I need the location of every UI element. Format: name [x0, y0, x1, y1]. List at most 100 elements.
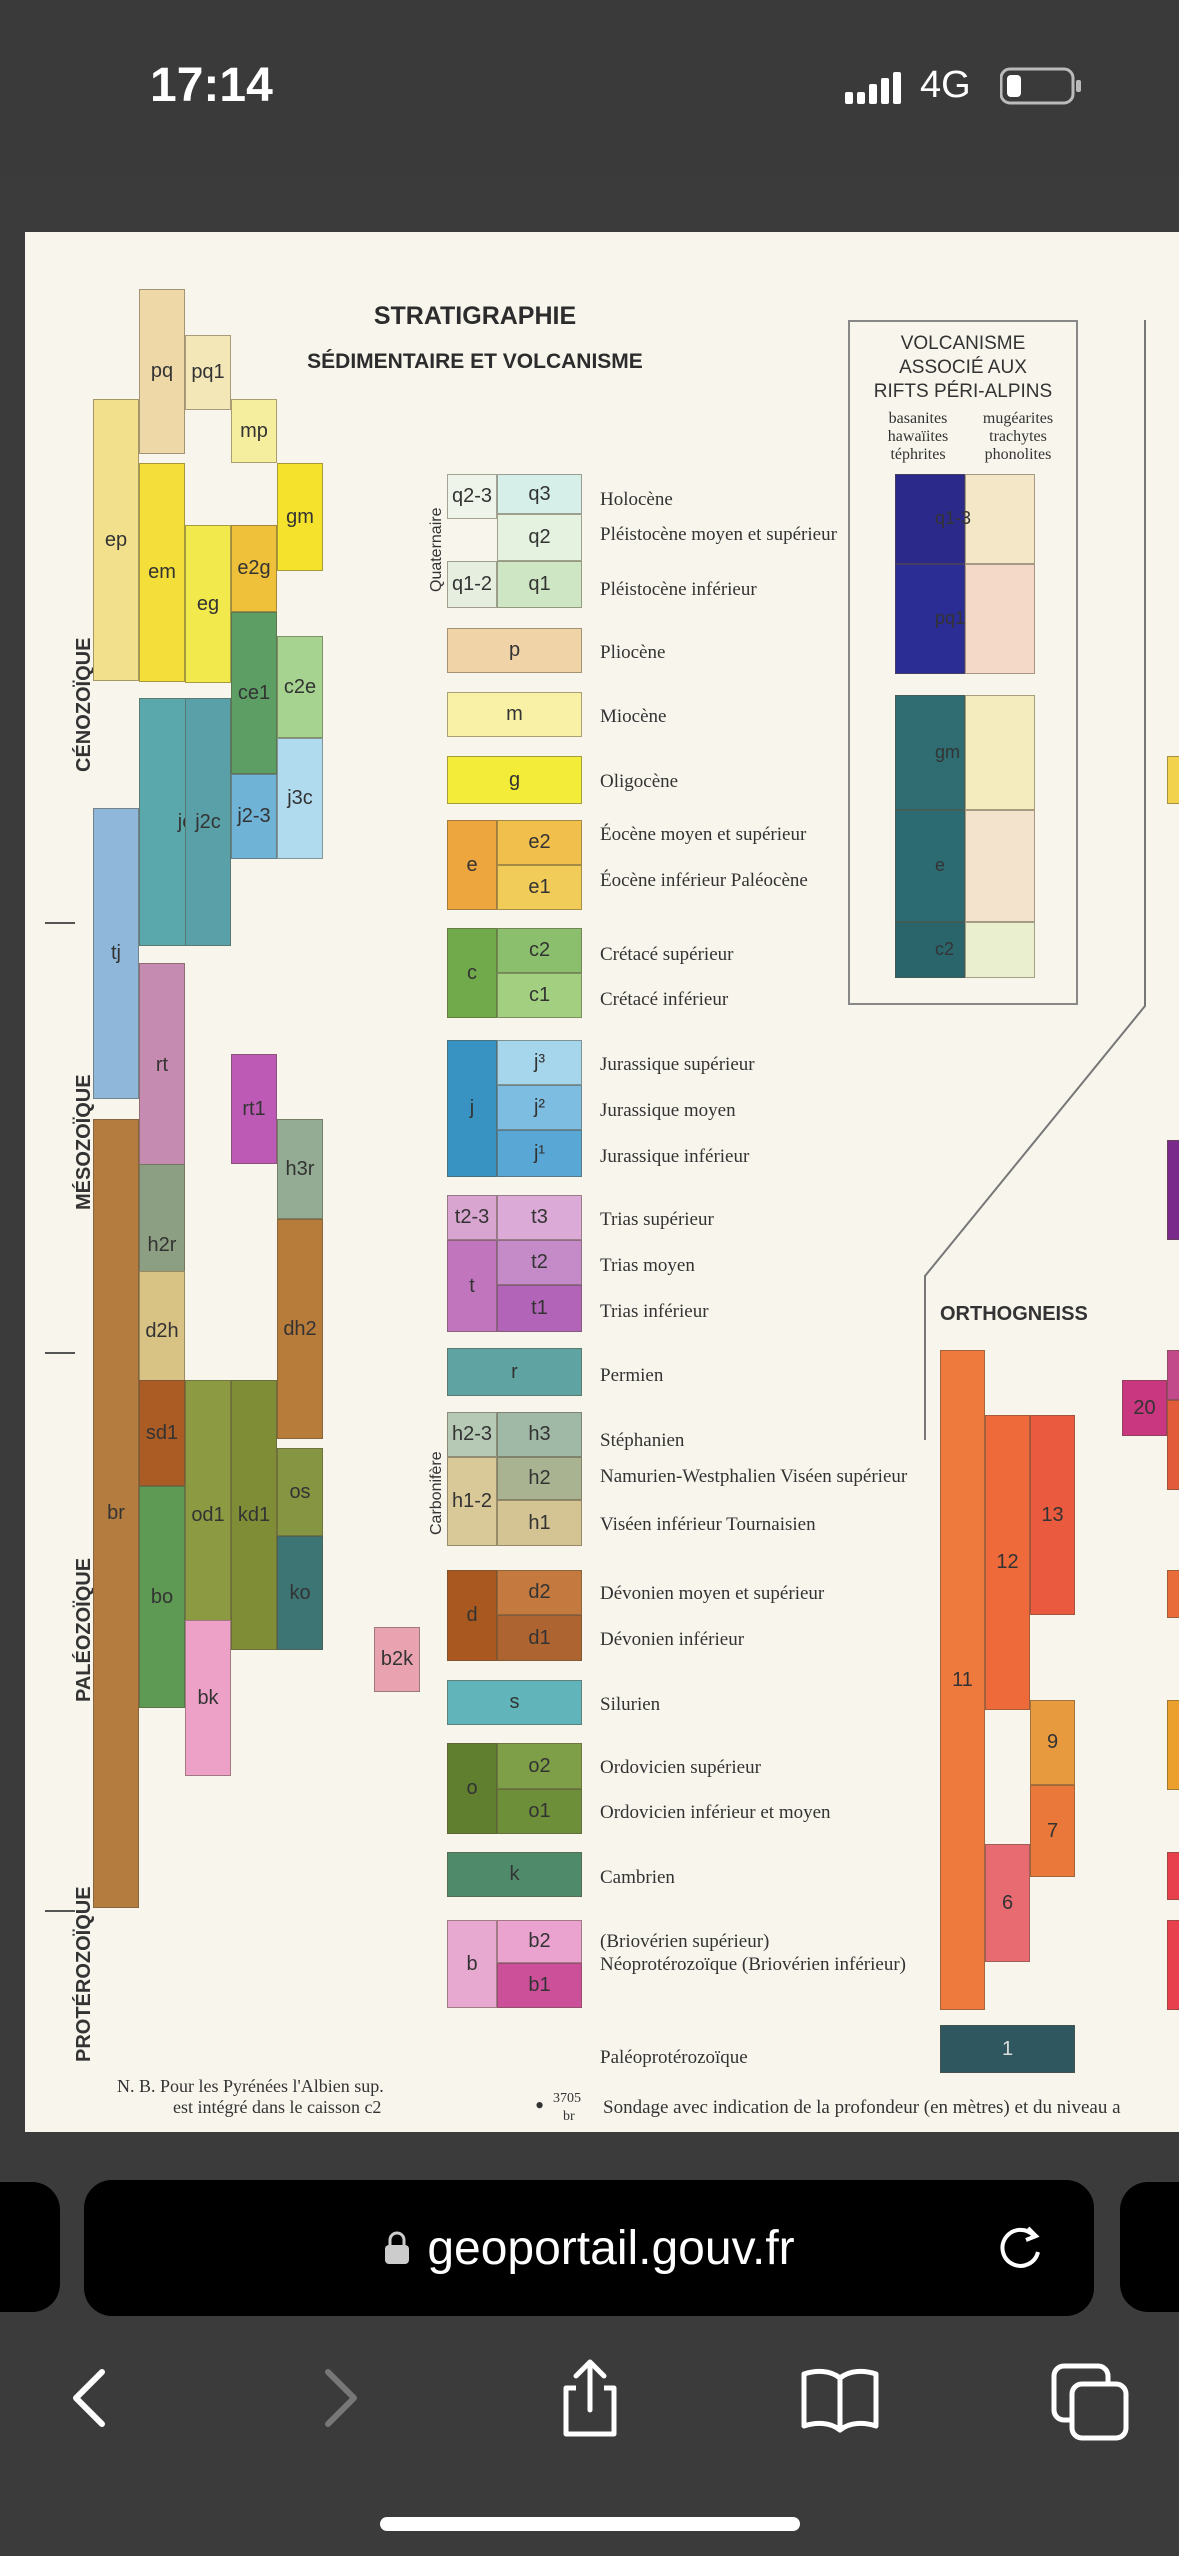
- strat-column-box: j3c: [277, 738, 323, 859]
- chart-unit-box: e1: [497, 865, 582, 910]
- volcanism-code: q1-3: [935, 508, 972, 528]
- network-label: 4G: [920, 64, 971, 106]
- era-divider: [45, 922, 75, 924]
- strat-column-box: pq: [139, 289, 185, 454]
- chart-unit-label: Crétacé supérieur: [600, 944, 734, 965]
- volcanism-trachyte-box: [965, 474, 1035, 564]
- era-divider: [45, 1352, 75, 1354]
- chart-unit-box: q1: [497, 561, 582, 608]
- volcanism-rock-type: mugéarites: [982, 410, 1054, 427]
- volcanism-title-line: VOLCANISME: [900, 333, 1026, 354]
- tabs-icon[interactable]: [1040, 2348, 1140, 2448]
- strat-column-box: rt: [139, 963, 185, 1167]
- chart-unit-label: Paléoprotérozoïque: [600, 2047, 748, 2068]
- strat-column-box: bo: [139, 1486, 185, 1708]
- strat-column-box: os: [277, 1448, 323, 1536]
- chart-unit-box: h3: [497, 1412, 582, 1457]
- chart-unit-label: Crétacé inférieur: [600, 989, 729, 1010]
- chart-unit-box: q2: [497, 514, 582, 561]
- strat-column-box: b2k: [374, 1627, 420, 1692]
- chart-unit-label: Pliocène: [600, 642, 666, 663]
- reload-icon[interactable]: [994, 2220, 1050, 2276]
- volcanism-basalt-box: [895, 922, 965, 978]
- chart-unit-label: Jurassique supérieur: [600, 1054, 755, 1075]
- chart-unit-box: j: [447, 1040, 497, 1177]
- chart-unit-label: Trias inférieur: [600, 1301, 709, 1322]
- signal-icon: [845, 70, 905, 110]
- bookmarks-icon[interactable]: [790, 2348, 890, 2448]
- volcanism-code: c2: [935, 939, 955, 959]
- volcanism-basalt-box: [895, 810, 965, 922]
- address-bar[interactable]: geoportail.gouv.fr: [84, 2180, 1094, 2316]
- divider-line: [924, 320, 1146, 1440]
- chart-unit-box: c1: [497, 973, 582, 1018]
- cropped-unit-box: [1167, 1700, 1179, 1790]
- volcanism-basalt-box: [895, 564, 965, 674]
- cropped-unit-box: [1167, 1350, 1179, 1400]
- chart-unit-label: Cambrien: [600, 1867, 675, 1888]
- chart-unit-box: s: [447, 1680, 582, 1725]
- chart-unit-label: Trias moyen: [600, 1255, 695, 1276]
- chart-unit-box: e2: [497, 820, 582, 865]
- volcanism-rock-type: basanites: [888, 410, 948, 427]
- strat-column-box: em: [139, 463, 185, 682]
- chart-unit-box: j¹: [497, 1130, 582, 1177]
- orthogneiss-box: 13: [1030, 1415, 1075, 1615]
- cropped-unit-box: [1167, 1920, 1179, 2010]
- lock-icon: [383, 2230, 411, 2266]
- orthogneiss-box: 11: [940, 1350, 985, 2010]
- orthogneiss-box: 12: [985, 1415, 1030, 1710]
- chart-unit-box: e: [447, 820, 497, 910]
- chart-unit-box: r: [447, 1348, 582, 1396]
- chart-unit-label: Stéphanien: [600, 1430, 685, 1451]
- back-icon[interactable]: [40, 2348, 140, 2448]
- forward-icon[interactable]: [290, 2348, 390, 2448]
- home-indicator: [380, 2517, 800, 2531]
- chart-unit-label: Éocène inférieur Paléocène: [600, 870, 808, 891]
- orthogneiss-box: 6: [985, 1844, 1030, 1962]
- era-label: PROTÉROZOÏQUE: [73, 1886, 95, 2062]
- chart-unit-box: o: [447, 1743, 497, 1834]
- chart-unit-box: h1-2: [447, 1457, 497, 1546]
- strat-column-box: d2h: [139, 1271, 185, 1391]
- chart-unit-box: j²: [497, 1085, 582, 1130]
- chart-unit-box: h2-3: [447, 1412, 497, 1457]
- volcanism-code: pq1: [935, 608, 966, 628]
- cropped-unit-box: [1167, 1852, 1179, 1900]
- volcanism-trachyte-box: [965, 810, 1035, 922]
- chart-unit-label: (Briovérien supérieur): [600, 1931, 770, 1952]
- strat-column-box: c2e: [277, 636, 323, 738]
- chart-unit-label: Dévonien inférieur: [600, 1629, 745, 1650]
- chart-unit-label: Permien: [600, 1365, 664, 1386]
- strat-column-box: eg: [185, 525, 231, 683]
- quaternaire-label: Quaternaire: [428, 507, 445, 593]
- battery-icon: [999, 66, 1082, 108]
- chart-unit-label: Pléistocène moyen et supérieur: [600, 524, 837, 545]
- chart-unit-box: d: [447, 1570, 497, 1661]
- strat-column-box: pq1: [185, 335, 231, 410]
- volcanism-trachyte-box: [965, 564, 1035, 674]
- chart-unit-label: Néoprotérozoïque (Briovérien inférieur): [600, 1954, 906, 1975]
- chart-unit-label: Miocène: [600, 706, 667, 727]
- chart-unit-box: q3: [497, 474, 582, 514]
- chart-unit-box: t1: [497, 1285, 582, 1332]
- strat-column-box: ce1: [231, 612, 277, 774]
- next-tab-edge[interactable]: [1120, 2182, 1179, 2312]
- strat-column-box: ep: [93, 399, 139, 681]
- chart-unit-label: Dévonien moyen et supérieur: [600, 1583, 825, 1604]
- volcanism-basalt-box: [895, 474, 965, 564]
- carbonifere-label: Carbonifère: [428, 1451, 445, 1535]
- chart-unit-box: t2: [497, 1240, 582, 1285]
- volcanism-title-line: RIFTS PÉRI-ALPINS: [873, 381, 1053, 402]
- prev-tab-edge[interactable]: [0, 2182, 60, 2312]
- chart-unit-box: d2: [497, 1570, 582, 1615]
- chart-unit-label: Éocène moyen et supérieur: [600, 824, 807, 845]
- strat-column-box: ko: [277, 1536, 323, 1650]
- legend-title: STRATIGRAPHIE: [373, 302, 577, 330]
- status-bar: [0, 0, 1179, 175]
- volcanism-trachyte-box: [965, 922, 1035, 978]
- share-icon[interactable]: [540, 2348, 640, 2448]
- chart-unit-label: Trias supérieur: [600, 1209, 714, 1230]
- chart-unit-box: q2-3: [447, 474, 497, 519]
- chart-unit-label: Oligocène: [600, 771, 679, 792]
